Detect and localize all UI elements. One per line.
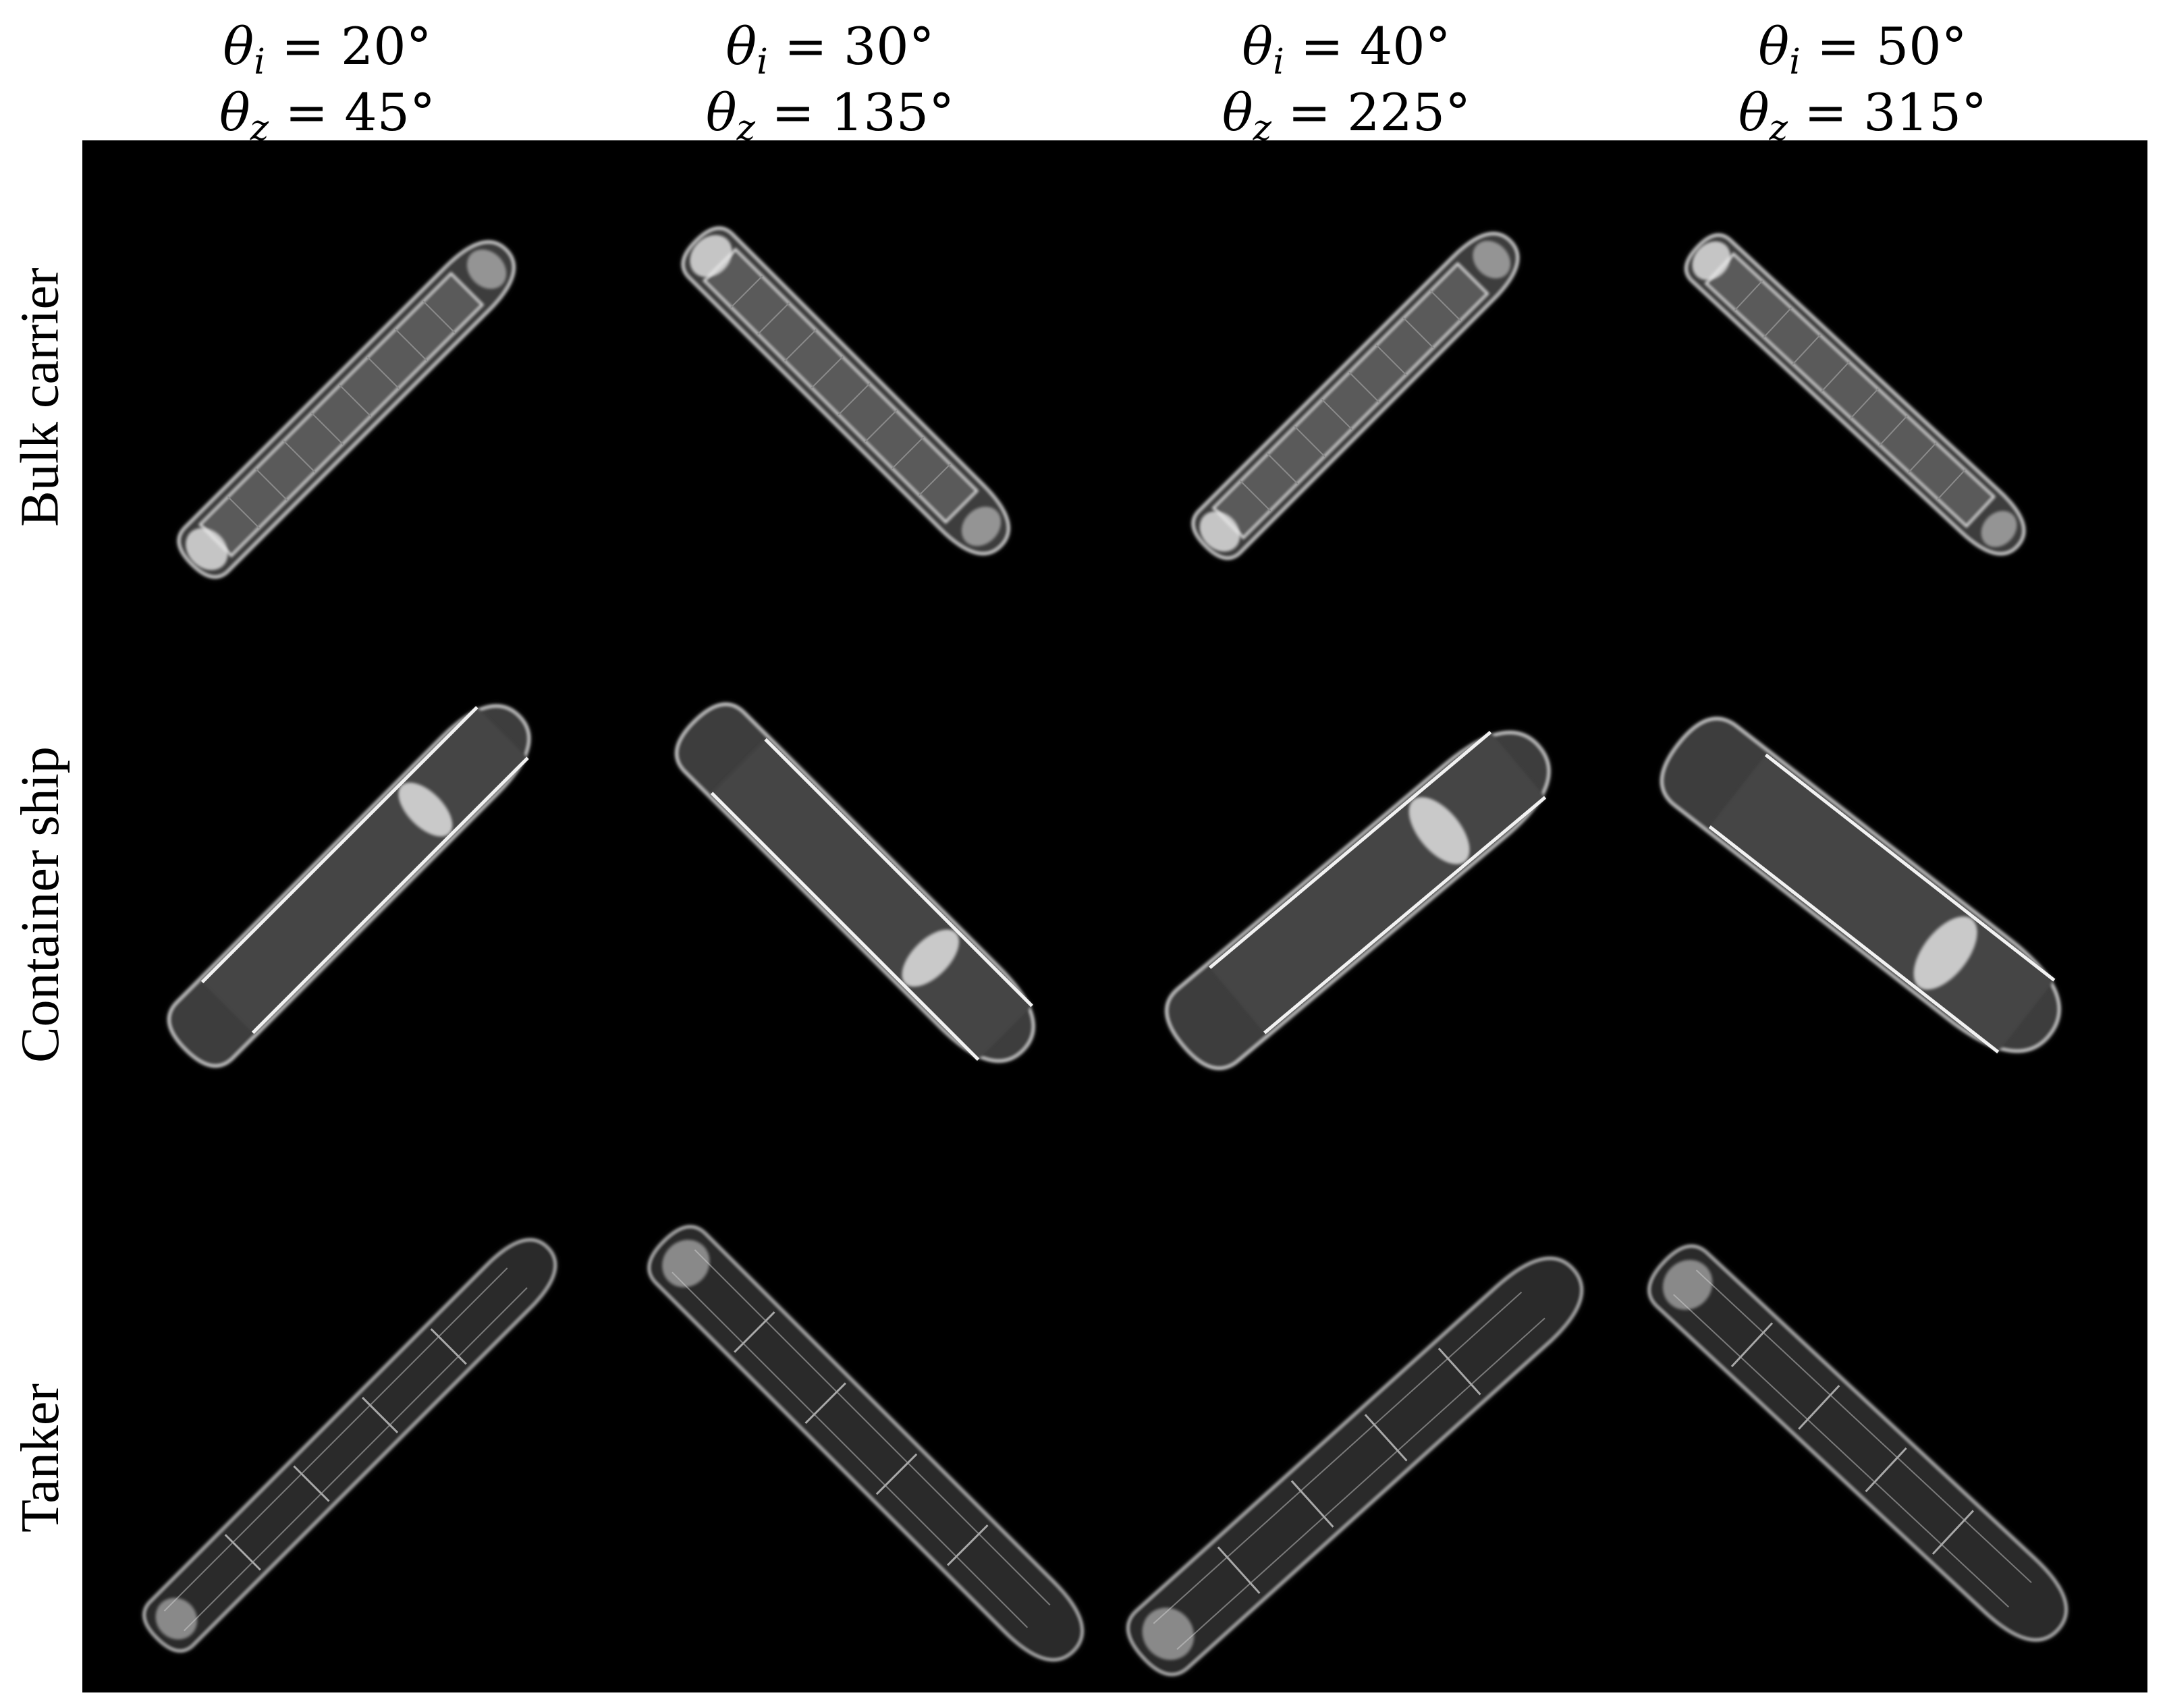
ship-renderings — [142, 226, 2068, 1676]
incidence-angle-value: 40° — [1359, 16, 1451, 76]
subscript-i: i — [757, 42, 768, 82]
azimuth-angle-value: 225° — [1347, 82, 1471, 142]
theta-symbol: θ — [1222, 82, 1253, 142]
theta-symbol: θ — [705, 82, 737, 142]
container-ship-6 — [675, 703, 1035, 1063]
subscript-z: z — [250, 108, 269, 148]
theta-symbol: θ — [1242, 16, 1273, 76]
column-header-1: θi = 20° θz = 45° — [219, 16, 435, 148]
theta-symbol: θ — [219, 82, 250, 142]
row-label-container-ship: Container ship — [10, 746, 70, 1063]
incidence-angle-value: 20° — [340, 16, 432, 76]
tanker-ship-10 — [647, 1225, 1084, 1661]
subscript-i: i — [1789, 42, 1801, 82]
azimuth-angle-value: 135° — [831, 82, 955, 142]
row-label-bulk-carrier: Bulk carrier — [10, 267, 70, 527]
theta-symbol: θ — [1758, 16, 1790, 76]
subscript-i: i — [254, 42, 265, 82]
theta-symbol: θ — [725, 16, 757, 76]
row-label-tanker: Tanker — [10, 1383, 70, 1533]
bulk-ship-1 — [177, 240, 516, 579]
bulk-ship-4 — [1684, 233, 2026, 556]
tanker-ship-9 — [142, 1238, 557, 1653]
theta-symbol: θ — [223, 16, 254, 76]
subscript-z: z — [1769, 108, 1788, 148]
tanker-ship-11 — [1126, 1257, 1583, 1676]
container-ship-8 — [1660, 717, 2061, 1053]
subscript-z: z — [736, 108, 756, 148]
subscript-z: z — [1253, 108, 1272, 148]
column-header-3: θi = 40° θz = 225° — [1222, 16, 1471, 148]
bulk-ship-2 — [681, 226, 1010, 555]
incidence-angle-value: 30° — [843, 16, 935, 76]
sar-image-grid — [82, 140, 2147, 1692]
column-header-4: θi = 50° θz = 315° — [1738, 16, 1988, 148]
bulk-ship-3 — [1191, 231, 1520, 560]
tanker-ship-12 — [1647, 1244, 2068, 1642]
azimuth-angle-value: 315° — [1863, 82, 1988, 142]
azimuth-angle-value: 45° — [344, 82, 435, 142]
incidence-angle-value: 50° — [1875, 16, 1967, 76]
subscript-i: i — [1273, 42, 1284, 82]
theta-symbol: θ — [1738, 82, 1770, 142]
column-header-2: θi = 30° θz = 135° — [705, 16, 955, 148]
container-ship-7 — [1165, 731, 1551, 1070]
container-ship-5 — [167, 704, 531, 1068]
